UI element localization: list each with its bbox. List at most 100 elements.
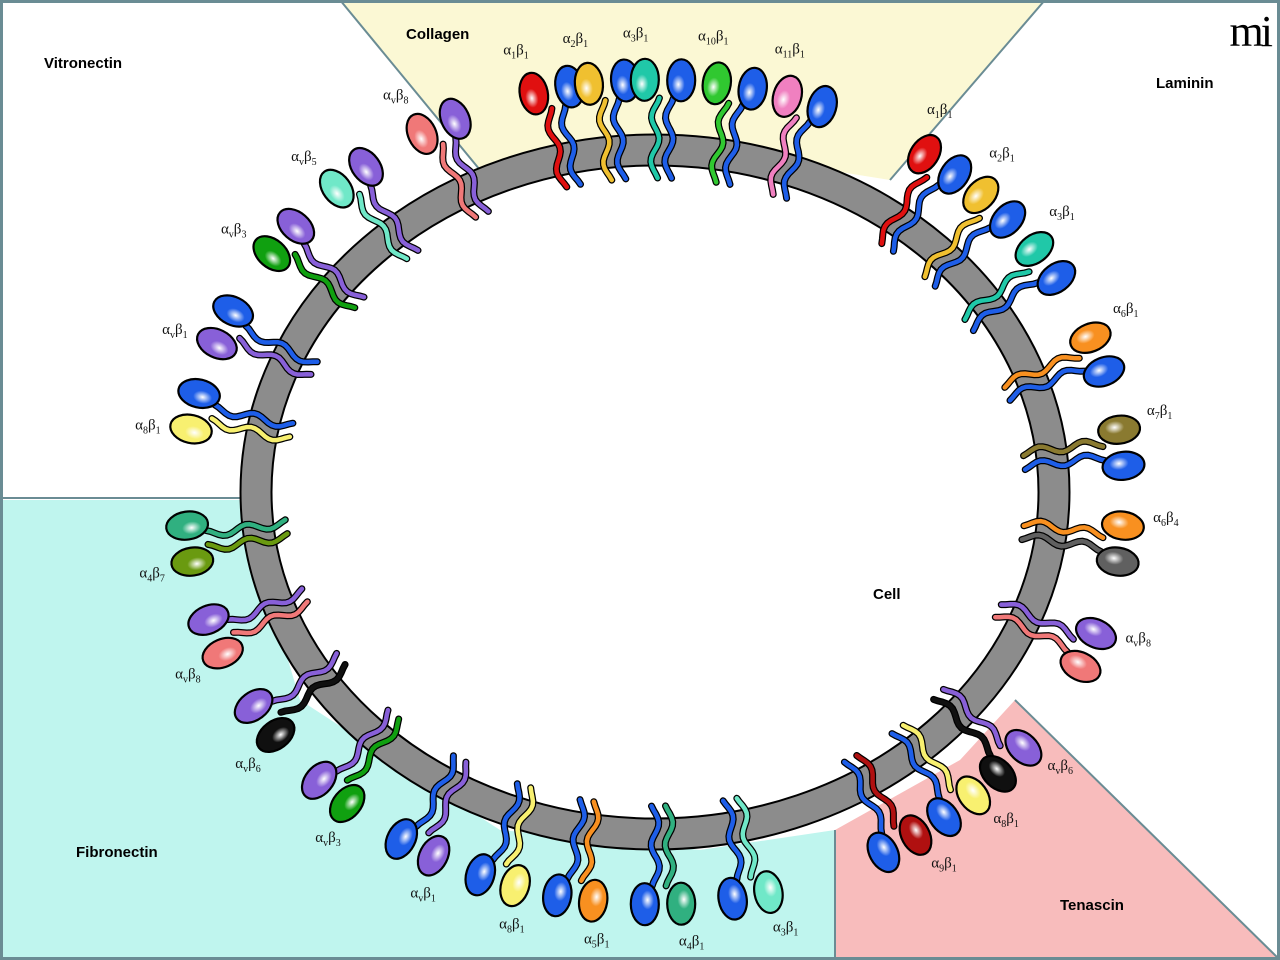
integrin-laminin-a7b1: α7β1 xyxy=(1020,403,1173,482)
beta-subunit-stalk-fill xyxy=(611,96,629,182)
integrin-label: α3β1 xyxy=(623,26,649,45)
beta-subunit-stalk-fill xyxy=(413,753,456,829)
integrin-label: α10β1 xyxy=(698,28,729,47)
alpha-subunit-stalk-fill xyxy=(209,416,293,443)
integrin-label: αvβ1 xyxy=(410,886,436,905)
integrin-label: α5β1 xyxy=(584,932,610,951)
alpha-subunit-stalk-fill xyxy=(292,252,358,310)
beta-subunit-head xyxy=(717,876,748,921)
integrin-label: αvβ3 xyxy=(221,221,247,240)
alpha-subunit-stalk-fill xyxy=(922,215,982,279)
beta-subunit-head xyxy=(737,66,768,111)
integrin-vitronectin-avb8: αvβ8 xyxy=(383,88,492,221)
region-tenascin xyxy=(835,700,1280,960)
integrin-collagen-a2b1: α2β1 xyxy=(563,31,641,184)
beta-subunit-stalk-fill xyxy=(565,797,587,881)
integrin-fibronectin-a4b7: α4β7 xyxy=(139,510,291,584)
alpha-subunit-head xyxy=(666,881,697,926)
alpha-subunit-stalk-fill xyxy=(709,101,731,185)
beta-subunit-stalk-fill xyxy=(971,280,1040,333)
alpha-subunit-head xyxy=(906,133,943,175)
alpha-subunit-head xyxy=(898,814,933,856)
integrin-label: α11β1 xyxy=(775,41,805,60)
integrin-label: αvβ6 xyxy=(235,756,261,775)
alpha-subunit-stalk-fill xyxy=(854,753,897,829)
beta-subunit-head xyxy=(1082,355,1126,388)
integrin-tenascin-a8b1: α8β1 xyxy=(888,721,1019,838)
divider-line xyxy=(1014,699,1280,960)
beta-subunit-stalk-fill xyxy=(993,614,1070,655)
alpha-subunit-stalk-fill xyxy=(426,759,469,836)
beta-subunit-head xyxy=(212,294,255,328)
beta-subunit-stalk-fill xyxy=(723,103,745,187)
alpha-subunit-stalk-fill xyxy=(278,662,348,715)
beta-subunit-stalk-fill xyxy=(1007,367,1087,403)
alpha-subunit-head xyxy=(1100,510,1145,541)
beta-subunit-head xyxy=(542,873,573,918)
integrin-label: α3β1 xyxy=(773,920,799,939)
cell-label: Cell xyxy=(873,586,901,603)
beta-subunit-stalk-fill xyxy=(932,225,993,289)
integrin-laminin-avb8: αvβ8 xyxy=(991,600,1151,684)
beta-subunit-stalk-fill xyxy=(891,182,941,254)
integrin-label: αvβ8 xyxy=(175,667,201,686)
beta-subunit-stalk-fill xyxy=(720,798,744,882)
alpha-subunit-head xyxy=(518,71,550,116)
alpha-subunit-stalk-fill xyxy=(734,796,758,880)
beta-subunit-head xyxy=(348,146,384,187)
beta-subunit-stalk-fill xyxy=(842,759,884,836)
integrin-label: α7β1 xyxy=(1147,403,1173,422)
alpha-subunit-head xyxy=(195,326,238,361)
region-label-laminin: Laminin xyxy=(1156,75,1214,92)
alpha-subunit-stalk-fill xyxy=(345,716,401,783)
beta-subunit-head xyxy=(1101,450,1146,482)
alpha-subunit-head xyxy=(955,775,992,816)
beta-subunit-head xyxy=(666,58,697,103)
integrin-label: αvβ8 xyxy=(1125,631,1151,650)
integrin-fibronectin-a5b1: α5β1 xyxy=(542,796,610,951)
integrin-label: α4β1 xyxy=(679,934,705,953)
beta-subunit-stalk-fill xyxy=(203,517,288,538)
beta-subunit-stalk-fill xyxy=(1022,452,1107,472)
integrin-vitronectin-avb3: αvβ3 xyxy=(221,207,368,312)
alpha-subunit-stalk-fill xyxy=(357,191,410,261)
alpha-subunit-head xyxy=(405,112,439,155)
integrin-label: α8β1 xyxy=(135,417,161,436)
beta-subunit-head xyxy=(233,688,274,724)
beta-subunit-head xyxy=(384,818,419,860)
integrin-collagen-a3b1: α3β1 xyxy=(623,26,697,182)
alpha-subunit-stalk-fill xyxy=(579,799,601,883)
integrin-fibronectin-a4b1: α4β1 xyxy=(629,802,705,953)
alpha-subunit-head xyxy=(499,864,531,908)
alpha-subunit-head xyxy=(1069,321,1112,354)
beta-subunit-head xyxy=(177,377,221,410)
beta-subunit-stalk-fill xyxy=(490,781,522,863)
region-vitronectin xyxy=(0,0,480,500)
beta-subunit-stalk-fill xyxy=(212,402,296,429)
alpha-subunit-stalk-fill xyxy=(648,95,662,181)
alpha-subunit-stalk-fill xyxy=(545,106,570,190)
beta-subunit-stalk-fill xyxy=(1019,532,1104,554)
alpha-subunit-head xyxy=(201,636,244,670)
beta-subunit-head xyxy=(988,200,1027,239)
alpha-subunit-head xyxy=(1004,728,1043,767)
alpha-subunit-stalk-fill xyxy=(900,723,953,793)
integrin-label: α4β7 xyxy=(139,565,165,584)
alpha-subunit-stalk-fill xyxy=(1021,518,1106,540)
alpha-subunit-head xyxy=(701,61,733,106)
integrin-laminin-a6b1: α6β1 xyxy=(1001,301,1139,404)
beta-subunit-stalk-fill xyxy=(334,707,391,774)
beta-subunit-head xyxy=(866,831,901,874)
beta-subunit-stalk-fill xyxy=(302,241,367,300)
alpha-subunit-stalk-fill xyxy=(941,687,1003,749)
integrin-fibronectin-a8b1: α8β1 xyxy=(464,780,537,936)
integrin-collagen-a11b1: α11β1 xyxy=(767,41,838,202)
integrin-label: αvβ6 xyxy=(1048,758,1074,777)
alpha-subunit-head xyxy=(252,235,292,273)
alpha-subunit-stalk-fill xyxy=(597,98,615,183)
integrin-laminin-a2b1: α2β1 xyxy=(921,145,1027,290)
alpha-subunit-head xyxy=(1097,414,1142,445)
alpha-subunit-stalk-fill xyxy=(662,803,676,889)
